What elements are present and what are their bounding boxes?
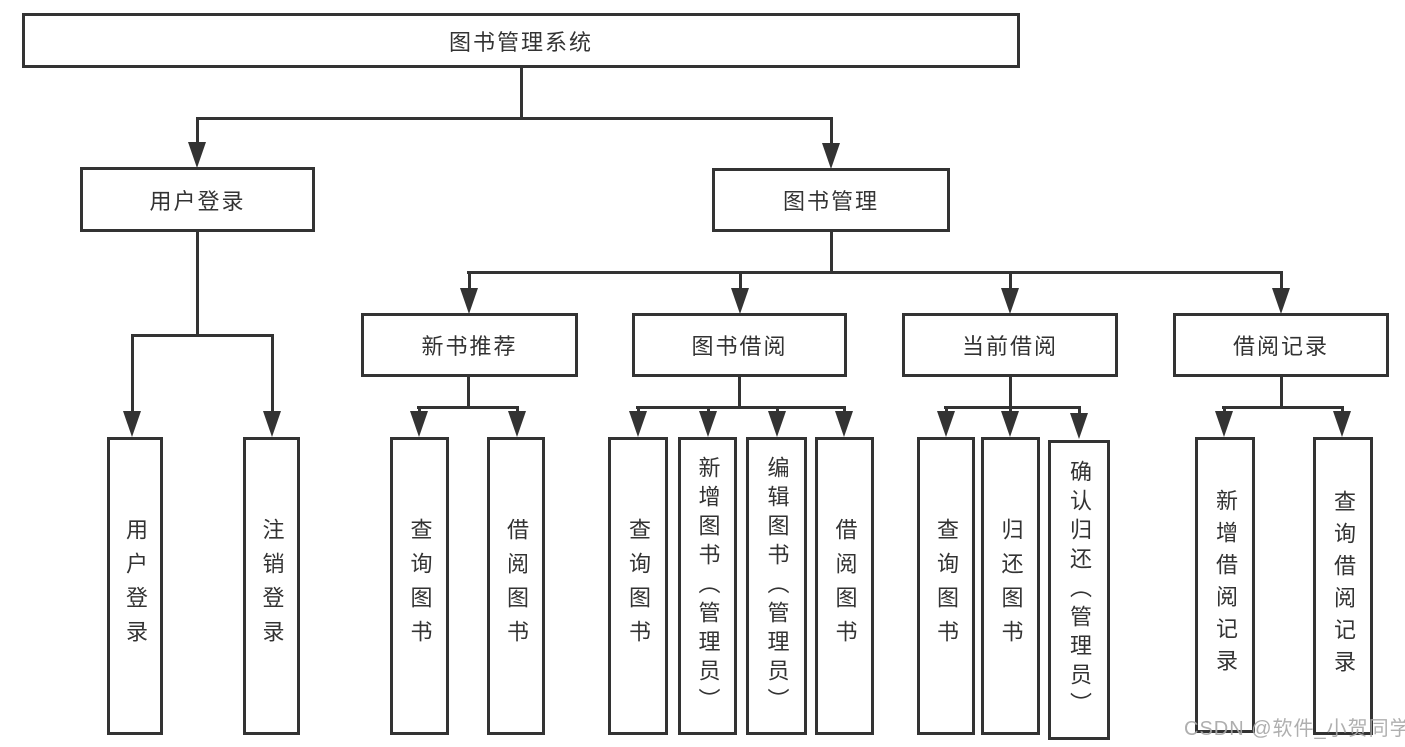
node-label: 借阅记录	[1232, 334, 1329, 359]
node-user-login: 用户登录	[80, 167, 315, 232]
connector-line	[467, 271, 1283, 274]
leaf-query-books-current: 查询图书	[917, 437, 975, 735]
leaf-label: 编辑图书（管理员）	[764, 455, 790, 717]
leaf-label: 查询图书	[934, 518, 959, 654]
arrow-down-icon	[835, 411, 853, 437]
arrow-down-icon	[1070, 413, 1088, 439]
leaf-label: 借阅图书	[504, 518, 529, 654]
connector-line	[637, 406, 640, 413]
leaf-label: 查询图书	[626, 518, 651, 654]
arrow-down-icon	[123, 411, 141, 437]
connector-line	[1280, 377, 1283, 408]
node-current-borrowing: 当前借阅	[902, 313, 1118, 377]
leaf-label: 查询图书	[407, 518, 433, 654]
node-label: 图书管理	[782, 189, 879, 214]
arrow-down-icon	[1001, 288, 1019, 314]
connector-line	[944, 406, 1081, 409]
connector-line	[945, 406, 948, 413]
leaf-label: 用户登录	[123, 518, 148, 654]
connector-line	[1341, 406, 1344, 413]
node-label: 新书推荐	[421, 334, 518, 359]
arrow-down-icon	[188, 142, 206, 168]
arrow-down-icon	[508, 411, 526, 437]
connector-line	[417, 406, 519, 409]
leaf-user-login: 用户登录	[107, 437, 163, 735]
leaf-edit-book-admin: 编辑图书（管理员）	[746, 437, 807, 735]
leaf-query-borrow-record: 查询借阅记录	[1313, 437, 1373, 735]
connector-line	[1009, 406, 1012, 413]
connector-line	[636, 406, 844, 409]
node-label: 图书借阅	[691, 334, 788, 359]
connector-line	[467, 377, 470, 408]
connector-line	[196, 117, 833, 120]
leaf-add-borrow-record: 新增借阅记录	[1195, 437, 1255, 733]
leaf-label: 新增借阅记录	[1213, 489, 1238, 681]
connector-line	[196, 117, 199, 145]
leaf-confirm-return-admin: 确认归还（管理员）	[1048, 440, 1110, 740]
connector-line	[739, 271, 742, 289]
arrow-down-icon	[768, 411, 786, 437]
leaf-add-book-admin: 新增图书（管理员）	[678, 437, 737, 735]
node-book-management: 图书管理	[712, 168, 950, 232]
connector-line	[830, 117, 833, 145]
leaf-return-book: 归还图书	[981, 437, 1040, 735]
node-label: 图书管理系统	[448, 29, 593, 55]
node-label: 当前借阅	[961, 334, 1058, 359]
arrow-down-icon	[699, 411, 717, 437]
arrow-down-icon	[937, 411, 955, 437]
arrow-down-icon	[629, 411, 647, 437]
leaf-label: 注销登录	[259, 518, 285, 654]
arrow-down-icon	[410, 411, 428, 437]
connector-line	[843, 406, 846, 413]
connector-line	[830, 232, 833, 274]
csdn-watermark: CSDN @软件_小贺同学	[1184, 718, 1405, 740]
connector-line	[776, 406, 779, 413]
connector-line	[738, 377, 741, 408]
node-library-management-system: 图书管理系统	[22, 13, 1020, 68]
arrow-down-icon	[460, 288, 478, 314]
leaf-borrow-books-borrowing: 借阅图书	[815, 437, 874, 735]
arrow-down-icon	[731, 288, 749, 314]
connector-line	[1078, 406, 1081, 413]
leaf-logout: 注销登录	[243, 437, 300, 735]
connector-line	[468, 271, 471, 289]
connector-line	[1280, 271, 1283, 289]
arrow-down-icon	[263, 411, 281, 437]
leaf-query-books-borrowing: 查询图书	[608, 437, 668, 735]
connector-line	[520, 68, 523, 118]
leaf-label: 确认归还（管理员）	[1067, 459, 1092, 721]
arrow-down-icon	[1001, 411, 1019, 437]
connector-line	[196, 232, 199, 335]
connector-line	[516, 406, 519, 413]
connector-line	[271, 334, 274, 414]
arrow-down-icon	[822, 143, 840, 169]
leaf-label: 新增图书（管理员）	[695, 455, 721, 717]
connector-line	[131, 334, 134, 414]
arrow-down-icon	[1272, 288, 1290, 314]
node-label: 用户登录	[149, 188, 246, 214]
leaf-query-books-recommend: 查询图书	[390, 437, 449, 735]
leaf-label: 借阅图书	[832, 518, 858, 654]
connector-line	[418, 406, 421, 413]
arrow-down-icon	[1215, 411, 1233, 437]
connector-line	[1223, 406, 1226, 413]
leaf-label: 归还图书	[998, 518, 1024, 654]
leaf-label: 查询借阅记录	[1331, 490, 1356, 682]
connector-line	[1009, 271, 1012, 289]
arrow-down-icon	[1333, 411, 1351, 437]
connector-line	[1222, 406, 1344, 409]
node-new-book-recommend: 新书推荐	[361, 313, 578, 377]
connector-line	[131, 334, 274, 337]
node-book-borrowing: 图书借阅	[632, 313, 847, 377]
connector-line	[707, 406, 710, 413]
leaf-borrow-books-recommend: 借阅图书	[487, 437, 545, 735]
connector-line	[1009, 377, 1012, 408]
node-borrowing-records: 借阅记录	[1173, 313, 1389, 377]
